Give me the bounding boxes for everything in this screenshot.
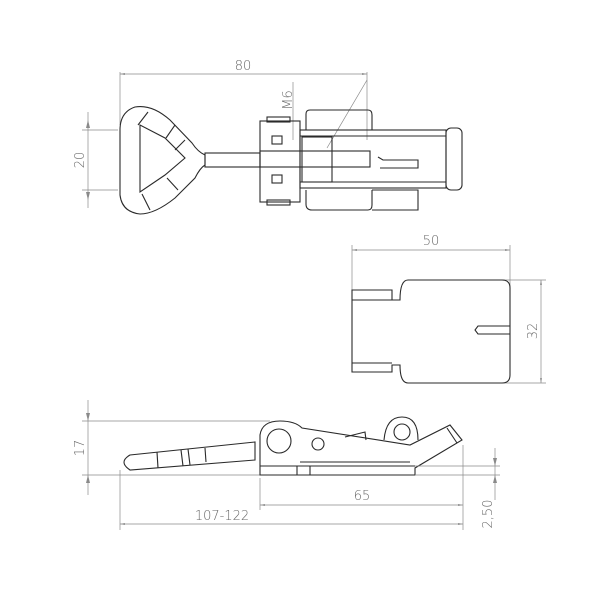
dim-32-label: 32 [526, 323, 541, 340]
side-rod [123, 441, 256, 471]
pivot-pin [266, 428, 292, 454]
dim-20-label: 20 [73, 152, 88, 169]
base-plate [351, 279, 511, 384]
plate-view: 50 32 [351, 234, 546, 384]
thread-leader [326, 79, 368, 149]
bracket [259, 120, 301, 203]
dim-50-label: 50 [423, 234, 440, 249]
side-view: 17 65 107-122 2,50 [73, 400, 500, 530]
dim-thickness-label: 2,50 [481, 500, 496, 529]
dim-17-label: 17 [73, 440, 88, 457]
hook-end [445, 127, 463, 191]
dim-80-label: 80 [235, 59, 252, 74]
side-lever [259, 420, 463, 476]
rod [204, 152, 261, 168]
thread-label: M6 [281, 90, 296, 110]
dim-total-label: 107-122 [195, 509, 249, 524]
handle-loop [119, 105, 206, 215]
hook-eye [383, 416, 419, 441]
rivet [311, 437, 325, 451]
top-view: 80 20 M6 [73, 59, 463, 215]
latch-body [299, 129, 447, 189]
dim-65-label: 65 [354, 489, 371, 504]
base-plate-top [305, 109, 373, 211]
